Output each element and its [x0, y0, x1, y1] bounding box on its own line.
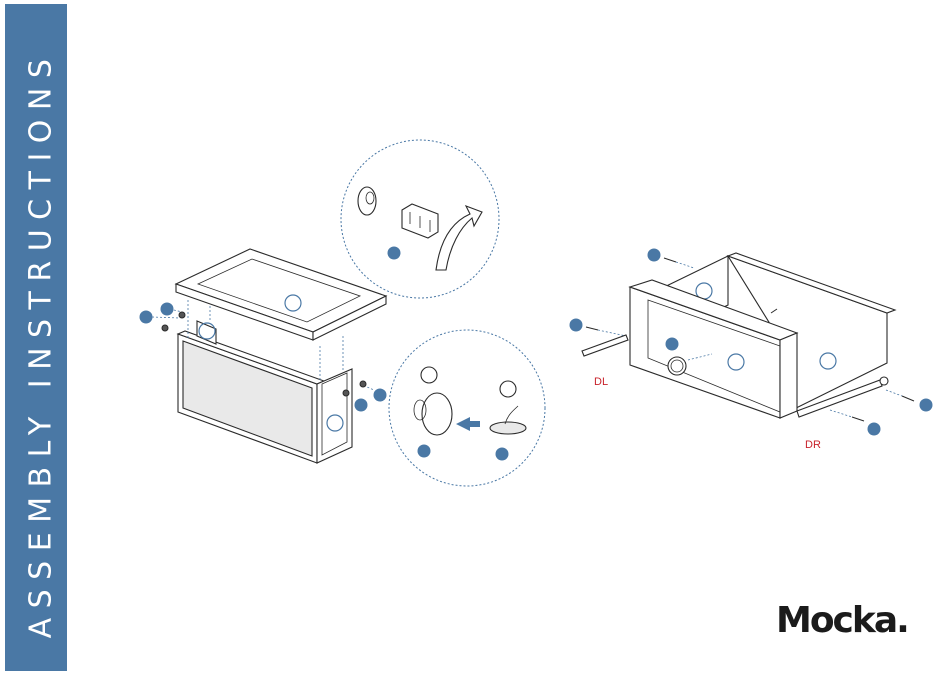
cam-fitting-icon — [343, 390, 349, 396]
detail-dowel — [389, 330, 545, 486]
step-marker — [161, 303, 174, 316]
drawer-figure — [570, 249, 933, 436]
step-marker — [666, 338, 679, 351]
step-marker — [374, 389, 387, 402]
runner-label-left: DL — [594, 376, 608, 388]
cabinet-figure — [140, 249, 387, 463]
step-marker — [868, 423, 881, 436]
side-panel — [317, 369, 352, 463]
cam-fitting-icon — [162, 325, 168, 331]
step-marker — [920, 399, 933, 412]
cam-fitting-icon — [360, 381, 366, 387]
brand-logo: Mocka. — [776, 600, 908, 641]
front-panel — [178, 331, 324, 463]
step-marker — [140, 311, 153, 324]
detail-cam-lock — [341, 140, 499, 298]
insert-arrow-icon — [456, 417, 480, 431]
step-marker — [418, 445, 431, 458]
runner-label-right: DR — [805, 439, 821, 451]
rotate-arrow-icon — [436, 206, 482, 270]
cam-fitting-icon — [179, 312, 185, 318]
step-marker — [496, 448, 509, 461]
step-marker — [388, 247, 401, 260]
runner-left — [582, 335, 628, 356]
step-marker — [648, 249, 661, 262]
step-marker — [570, 319, 583, 332]
step-marker — [355, 399, 368, 412]
